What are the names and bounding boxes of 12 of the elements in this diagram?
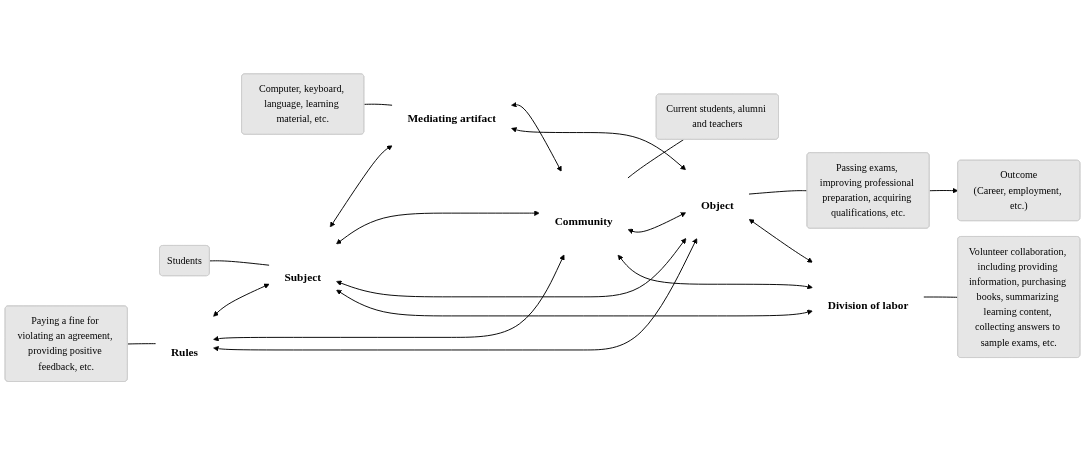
- connector: [748, 190, 808, 195]
- connector: [127, 343, 157, 345]
- node-text: Rules: [170, 345, 199, 359]
- connector: [627, 139, 684, 179]
- node-text: Community: [554, 215, 613, 228]
- connector: [363, 103, 393, 106]
- node-text: Division of labor: [827, 298, 909, 312]
- node-text: Object: [700, 198, 734, 212]
- node-text: Subject: [284, 270, 321, 284]
- connector: [923, 296, 959, 298]
- connector: [209, 260, 270, 266]
- node-text: Mediating artifact: [407, 112, 496, 125]
